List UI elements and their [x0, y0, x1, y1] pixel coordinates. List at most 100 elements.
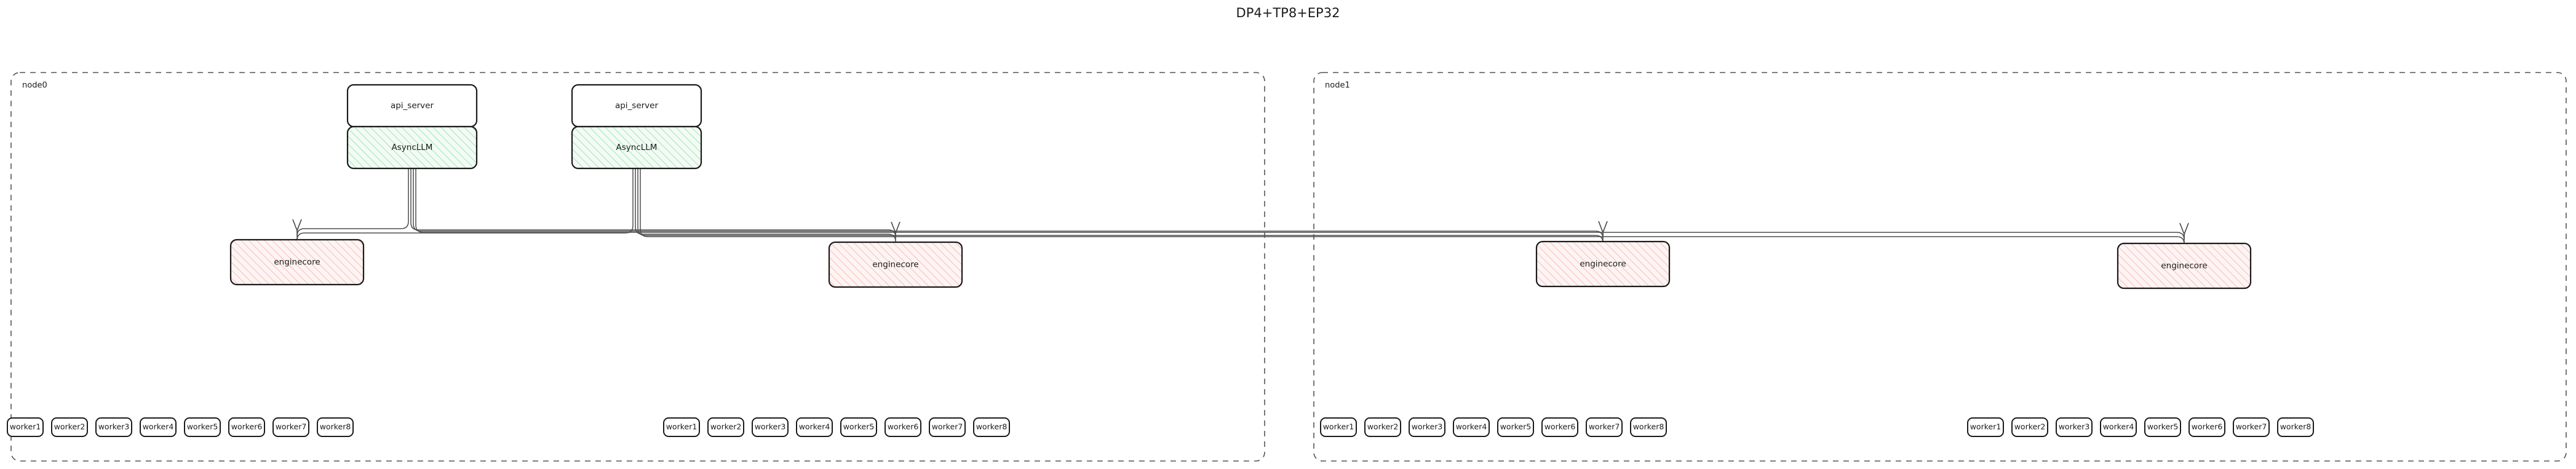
- worker-label: worker7: [2236, 422, 2267, 432]
- worker-box[interactable]: [1453, 417, 1490, 437]
- worker-box[interactable]: [2011, 417, 2048, 437]
- worker-label: worker6: [1544, 422, 1576, 432]
- worker-box[interactable]: [1320, 417, 1357, 437]
- worker-box[interactable]: [95, 417, 132, 437]
- edge-arrowhead: [292, 219, 302, 232]
- worker-label: worker3: [98, 422, 130, 432]
- enginecore-box[interactable]: [828, 241, 963, 288]
- worker-box[interactable]: [2144, 417, 2181, 437]
- edge-arrowhead: [891, 221, 900, 235]
- worker-box[interactable]: [796, 417, 833, 437]
- worker-label: worker8: [1633, 422, 1664, 432]
- worker-label: worker3: [2059, 422, 2090, 432]
- edge-node0-engine0-to-node0-core0: [296, 168, 409, 237]
- worker-label: worker2: [54, 422, 85, 432]
- worker-box[interactable]: [2277, 417, 2314, 437]
- async-llm-label: AsyncLLM: [616, 143, 658, 152]
- worker-box[interactable]: [1630, 417, 1667, 437]
- worker-label: worker4: [2103, 422, 2134, 432]
- edge-arrowhead: [292, 219, 302, 232]
- worker-label: worker4: [1456, 422, 1487, 432]
- worker-label: worker4: [799, 422, 830, 432]
- edge-node0-engine1-to-node1-core0: [637, 168, 1604, 243]
- enginecore-node0-core1: enginecore: [828, 241, 963, 288]
- worker-label: worker3: [1412, 422, 1443, 432]
- api-server-label: api_server: [391, 101, 434, 111]
- page-title: DP4+TP8+EP32: [1236, 6, 1340, 20]
- cluster-node0: node0: [10, 72, 1265, 462]
- worker-box[interactable]: [7, 417, 44, 437]
- edge-arrowhead: [2179, 223, 2189, 236]
- worker-label: worker2: [1367, 422, 1399, 432]
- edge-node0-engine1-to-node0-core1: [635, 168, 896, 242]
- enginecore-label: enginecore: [2161, 261, 2207, 271]
- worker-box[interactable]: [228, 417, 265, 437]
- edge-arrowhead: [1598, 221, 1608, 234]
- enginecore-box[interactable]: [1535, 240, 1671, 288]
- cluster-node1: node1: [1313, 72, 2567, 462]
- worker-box[interactable]: [1497, 417, 1534, 437]
- enginecore-label: enginecore: [274, 258, 320, 267]
- edge-node0-engine1-to-node1-core1: [640, 168, 2185, 245]
- worker-label: worker2: [710, 422, 742, 432]
- worker-box[interactable]: [1409, 417, 1445, 437]
- edges-layer: [292, 168, 2189, 245]
- worker-label: worker5: [843, 422, 875, 432]
- worker-label: worker6: [231, 422, 263, 432]
- worker-box[interactable]: [184, 417, 221, 437]
- worker-label: worker6: [2192, 422, 2223, 432]
- cluster-border: [1313, 72, 2567, 462]
- worker-box[interactable]: [2233, 417, 2270, 437]
- enginecore-box[interactable]: [2117, 242, 2252, 290]
- worker-box[interactable]: [1541, 417, 1578, 437]
- enginecore-box[interactable]: [229, 238, 365, 286]
- worker-box[interactable]: [2056, 417, 2093, 437]
- worker-box[interactable]: [929, 417, 966, 437]
- worker-box[interactable]: [2188, 417, 2225, 437]
- edge-node0-engine0-to-node0-core1: [410, 168, 896, 238]
- async-llm-box[interactable]: [571, 125, 702, 170]
- worker-label: worker7: [932, 422, 963, 432]
- async-llm-label: AsyncLLM: [392, 143, 433, 152]
- async-llm-box[interactable]: [346, 125, 478, 170]
- edge-arrowhead: [1598, 221, 1608, 234]
- worker-box[interactable]: [2100, 417, 2137, 437]
- worker-box[interactable]: [663, 417, 700, 437]
- worker-label: worker5: [187, 422, 218, 432]
- worker-label: worker8: [976, 422, 1008, 432]
- worker-box[interactable]: [885, 417, 921, 437]
- worker-label: worker1: [666, 422, 698, 432]
- cluster-border: [10, 72, 1265, 462]
- worker-box[interactable]: [973, 417, 1010, 437]
- worker-box[interactable]: [840, 417, 877, 437]
- enginecore-label: enginecore: [1580, 259, 1626, 269]
- worker-box[interactable]: [1364, 417, 1401, 437]
- worker-box[interactable]: [707, 417, 744, 437]
- cluster-label-node1: node1: [1325, 81, 1350, 90]
- workers-layer: worker1 worker2 worker3 worker4 worker5 worke…: [7, 417, 2314, 437]
- worker-box[interactable]: [752, 417, 789, 437]
- edge-node0-engine1-to-node0-core0: [296, 168, 634, 241]
- enginecore-node1-core1: enginecore: [2117, 242, 2252, 290]
- worker-label: worker7: [276, 422, 307, 432]
- worker-box[interactable]: [51, 417, 88, 437]
- edge-node0-engine0-to-node1-core0: [413, 168, 1604, 239]
- worker-box[interactable]: [272, 417, 309, 437]
- worker-box[interactable]: [140, 417, 177, 437]
- worker-label: worker5: [1500, 422, 1532, 432]
- worker-group-node1-wg0: worker1 worker2 worker3 worker4 worker5 worke…: [1320, 417, 1667, 437]
- worker-box[interactable]: [1967, 417, 2004, 437]
- worker-label: worker8: [2280, 422, 2312, 432]
- clusters-layer: node0 node1: [10, 72, 2567, 462]
- worker-label: worker1: [1323, 422, 1354, 432]
- worker-box[interactable]: [1586, 417, 1623, 437]
- enginecore-node0-core0: enginecore: [229, 238, 365, 286]
- worker-label: worker5: [2147, 422, 2179, 432]
- worker-box[interactable]: [317, 417, 354, 437]
